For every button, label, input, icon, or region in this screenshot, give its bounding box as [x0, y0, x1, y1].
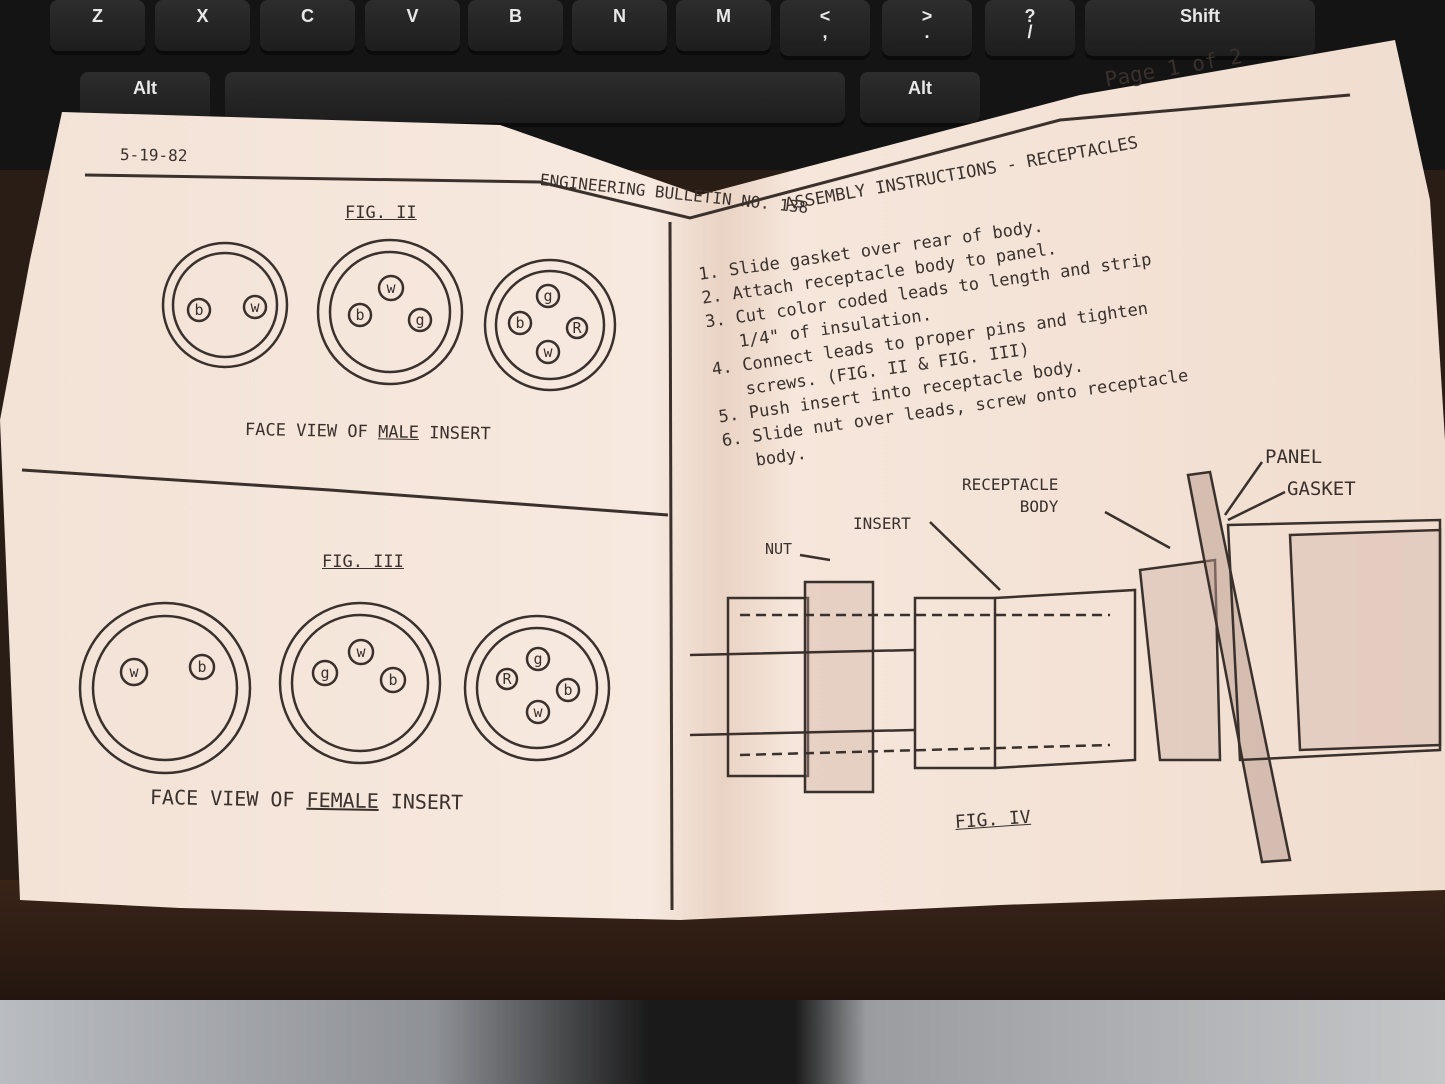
pin-label: b [194, 301, 203, 319]
document-date: 5-19-82 [119, 145, 188, 166]
fig2-connectors [161, 238, 617, 392]
key-shift: Shift [1085, 0, 1315, 60]
pin-label: b [388, 671, 397, 689]
pin-label: R [502, 670, 512, 688]
pin-label: w [533, 703, 543, 721]
pin-label: w [129, 663, 139, 681]
pin-label: g [533, 650, 542, 668]
header-rule [84, 93, 1351, 220]
key-n: N [572, 0, 667, 55]
pin-label: w [386, 279, 396, 297]
fig3-label: FIG. III [322, 552, 404, 572]
key-alt-right: Alt [860, 72, 980, 127]
fig2-caption: FACE VIEW OF MALE INSERT [244, 420, 491, 445]
label-receptacle-body: RECEPTACLE BODY [962, 475, 1059, 516]
label-panel: PANEL [1265, 446, 1323, 468]
pin-label: b [563, 681, 572, 699]
pin-label: g [320, 664, 329, 682]
pin-label: b [515, 314, 524, 332]
pin-label: g [415, 311, 424, 329]
pin-label: R [572, 319, 582, 337]
key-period: > . [882, 0, 972, 60]
label-insert: INSERT [853, 514, 911, 533]
pin-label: w [543, 343, 553, 361]
pin-label: w [250, 298, 260, 316]
pin-label: g [543, 287, 552, 305]
key-comma: < , [780, 0, 870, 60]
key-space [225, 72, 845, 127]
key-b: B [468, 0, 563, 55]
vertical-divider [668, 221, 674, 911]
pin-label: b [197, 658, 206, 676]
key-m: M [676, 0, 771, 55]
pin-label: b [355, 306, 364, 324]
key-x: X [155, 0, 250, 55]
label-nut: NUT [765, 540, 793, 558]
key-slash: ? / [985, 0, 1075, 60]
key-c: C [260, 0, 355, 55]
fig2-label: FIG. II [345, 203, 417, 223]
fig4-assembly-drawing [689, 461, 1442, 864]
fig3-connectors [78, 601, 611, 775]
horizontal-divider [21, 468, 669, 517]
background-fabric [0, 1000, 1445, 1084]
pin-label: w [356, 643, 366, 661]
label-gasket: GASKET [1287, 478, 1356, 500]
key-v: V [365, 0, 460, 55]
key-z: Z [50, 0, 145, 55]
